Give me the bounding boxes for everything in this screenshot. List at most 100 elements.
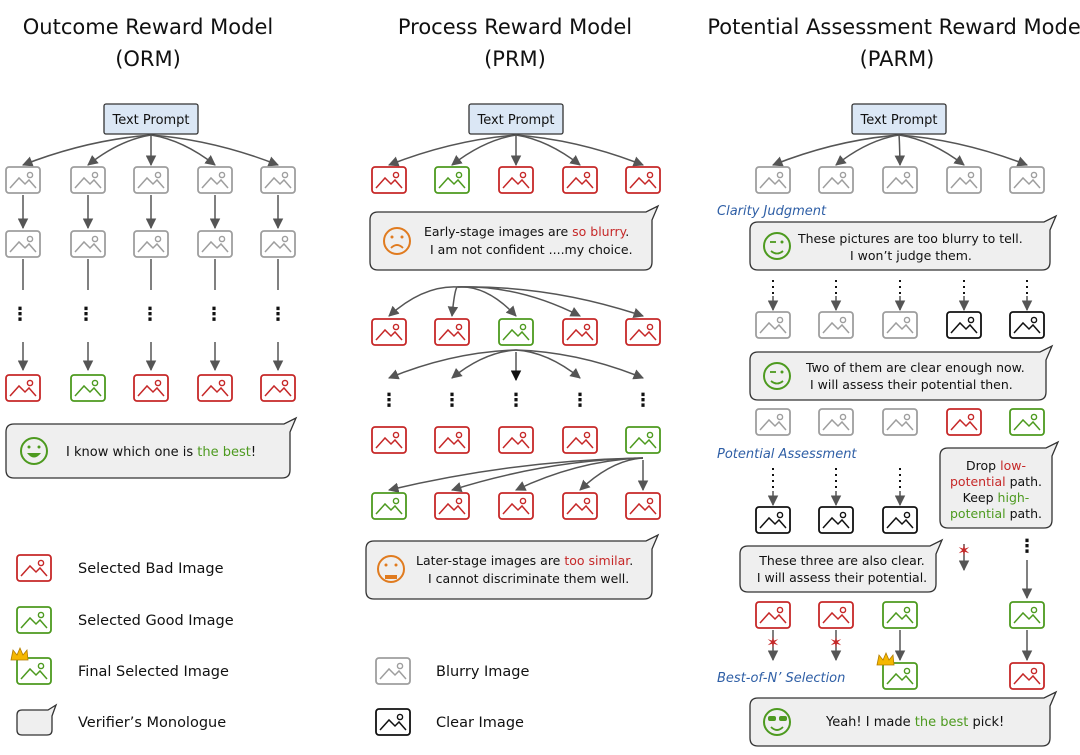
legend-monologue-bubble-icon (16, 703, 58, 736)
legend-good-label: Selected Good Image (78, 613, 234, 629)
orm-blurry-image-icon (5, 230, 41, 258)
parm-row3-blurry-image-icon (882, 408, 918, 436)
legend-final-image-icon (10, 646, 52, 685)
orm-blurry-image-icon (5, 166, 41, 194)
parm-bubble4-line1: These three are also clear. (758, 553, 925, 568)
legend-blurry-label: Blurry Image (436, 664, 530, 680)
parm-row1-blurry-image-icon (882, 166, 918, 194)
parm-title-line1: Potential Assessment Reward Model (707, 15, 1080, 39)
parm-row4-clear-image-icon (818, 506, 854, 534)
parm-text-prompt: Text Prompt (851, 103, 947, 135)
prm-row2-bad-image-icon (371, 318, 407, 346)
arrows-layer (17, 134, 1033, 662)
parm-row5-good-image-icon (882, 601, 918, 629)
crown-icon (876, 651, 895, 666)
sad-face-icon (383, 227, 411, 255)
parm-row2-clear-image-icon (1009, 311, 1045, 339)
legend-good-image-icon (16, 606, 52, 634)
legend-bad-image-icon (16, 554, 52, 582)
prm-row3-bad-image-icon (498, 426, 534, 454)
wink-face-icon (763, 232, 791, 260)
svg-text:⋮: ⋮ (571, 390, 589, 411)
prm-row2-bad-image-icon (625, 318, 661, 346)
svg-text:⋮: ⋮ (507, 390, 525, 411)
orm-verifier-bubble: I know which one is the best! (5, 416, 298, 479)
parm-row5-good-image-icon (1009, 601, 1045, 629)
prm-row4-bad-image-icon (562, 492, 598, 520)
orm-title-line1: Outcome Reward Model (23, 15, 273, 39)
parm-verifier-bubble-best: Yeah! I made the best pick! (749, 690, 1058, 747)
orm-blurry-image-icon (70, 230, 106, 258)
prm-text-prompt: Text Prompt (468, 103, 564, 135)
drop-cross-icon: ✶ (829, 633, 842, 652)
parm-row2-blurry-image-icon (755, 311, 791, 339)
orm-blurry-image-icon (260, 166, 296, 194)
legend-blurry-image-icon (375, 657, 411, 685)
prm-row2-good-image-icon (498, 318, 534, 346)
legend: Selected Bad Image Selected Good Image F… (10, 554, 530, 736)
parm-row2-clear-image-icon (946, 311, 982, 339)
drop-cross-icon: ✶ (957, 541, 970, 560)
parm-bubble4-line2: I will assess their potential. (757, 570, 927, 585)
parm-bubble3-line1: Drop low- (966, 458, 1026, 473)
parm-prompt-label: Text Prompt (859, 113, 937, 128)
parm-bubble2-line2: I will assess their potential then. (810, 377, 1013, 392)
parm-row3-bad-image-icon (946, 408, 982, 436)
orm-bad-image-icon (133, 374, 169, 402)
prm-prompt-label: Text Prompt (476, 113, 554, 128)
parm-label-bestofn: Best-of-N’ Selection (717, 671, 845, 686)
parm-verifier-bubble-clear: Two of them are clear enough now. I will… (749, 344, 1054, 401)
parm-bubble3-line3: Keep high- (963, 490, 1030, 505)
svg-text:⋮: ⋮ (443, 390, 461, 411)
parm-dotted-connectors: ✶⋮✶✶ (766, 280, 1036, 652)
parm-row3-blurry-image-icon (818, 408, 854, 436)
svg-text:⋮: ⋮ (141, 304, 159, 325)
parm-verifier-bubble-blurry: These pictures are too blurry to tell. I… (749, 214, 1058, 271)
unhappy-face-icon (377, 555, 405, 583)
svg-text:⋮: ⋮ (269, 304, 287, 325)
prm-row4-good-image-icon (371, 492, 407, 520)
orm-title-line2: (ORM) (115, 47, 181, 71)
prm-bubble2-line2: I cannot discriminate them well. (428, 571, 629, 586)
prm-verifier-bubble-late: Later-stage images are too similar. I ca… (365, 533, 660, 600)
parm-final-selected-image-icon (876, 651, 918, 690)
crown-icon (10, 646, 29, 661)
prm-bubble1-line1: Early-stage images are so blurry. (424, 224, 629, 239)
svg-text:⋮: ⋮ (634, 390, 652, 411)
parm-row6-bad-image-icon (1009, 662, 1045, 690)
parm-verifier-bubble-potential: Drop low- potential path. Keep high- pot… (939, 440, 1060, 529)
orm-blurry-image-icon (133, 166, 169, 194)
legend-bad-label: Selected Bad Image (78, 561, 224, 577)
parm-row3-good-image-icon (1009, 408, 1045, 436)
prm-row1-bad-image-icon (371, 166, 407, 194)
orm-text-prompt: Text Prompt (103, 103, 199, 135)
orm-bad-image-icon (260, 374, 296, 402)
prm-row3-bad-image-icon (371, 426, 407, 454)
svg-text:⋮: ⋮ (205, 304, 223, 325)
orm-bubble-text: I know which one is the best! (66, 445, 256, 460)
legend-monologue-label: Verifier’s Monologue (78, 715, 226, 731)
parm-row2-blurry-image-icon (882, 311, 918, 339)
legend-clear-label: Clear Image (436, 715, 524, 731)
parm-bubble2-line1: Two of them are clear enough now. (805, 360, 1025, 375)
orm-bad-image-icon (197, 374, 233, 402)
parm-bubble5-text: Yeah! I made the best pick! (825, 715, 1004, 730)
parm-row3-blurry-image-icon (755, 408, 791, 436)
happy-face-icon (20, 437, 48, 465)
prm-row4-bad-image-icon (498, 492, 534, 520)
prm-row4-bad-image-icon (625, 492, 661, 520)
prm-verifier-bubble-early: Early-stage images are so blurry. I am n… (369, 204, 660, 271)
orm-blurry-image-icon (197, 230, 233, 258)
orm-good-image-icon (70, 374, 106, 402)
icons-layer (5, 166, 1045, 690)
prm-row1-good-image-icon (434, 166, 470, 194)
parm-row1-blurry-image-icon (818, 166, 854, 194)
svg-text:⋮: ⋮ (11, 304, 29, 325)
parm-bubble1-line1: These pictures are too blurry to tell. (797, 231, 1023, 246)
parm-label-potential: Potential Assessment (717, 447, 857, 462)
parm-title-line2: (PARM) (860, 47, 935, 71)
svg-text:⋮: ⋮ (77, 304, 95, 325)
drop-cross-icon: ✶ (766, 633, 779, 652)
legend-clear-image-icon (375, 708, 411, 736)
